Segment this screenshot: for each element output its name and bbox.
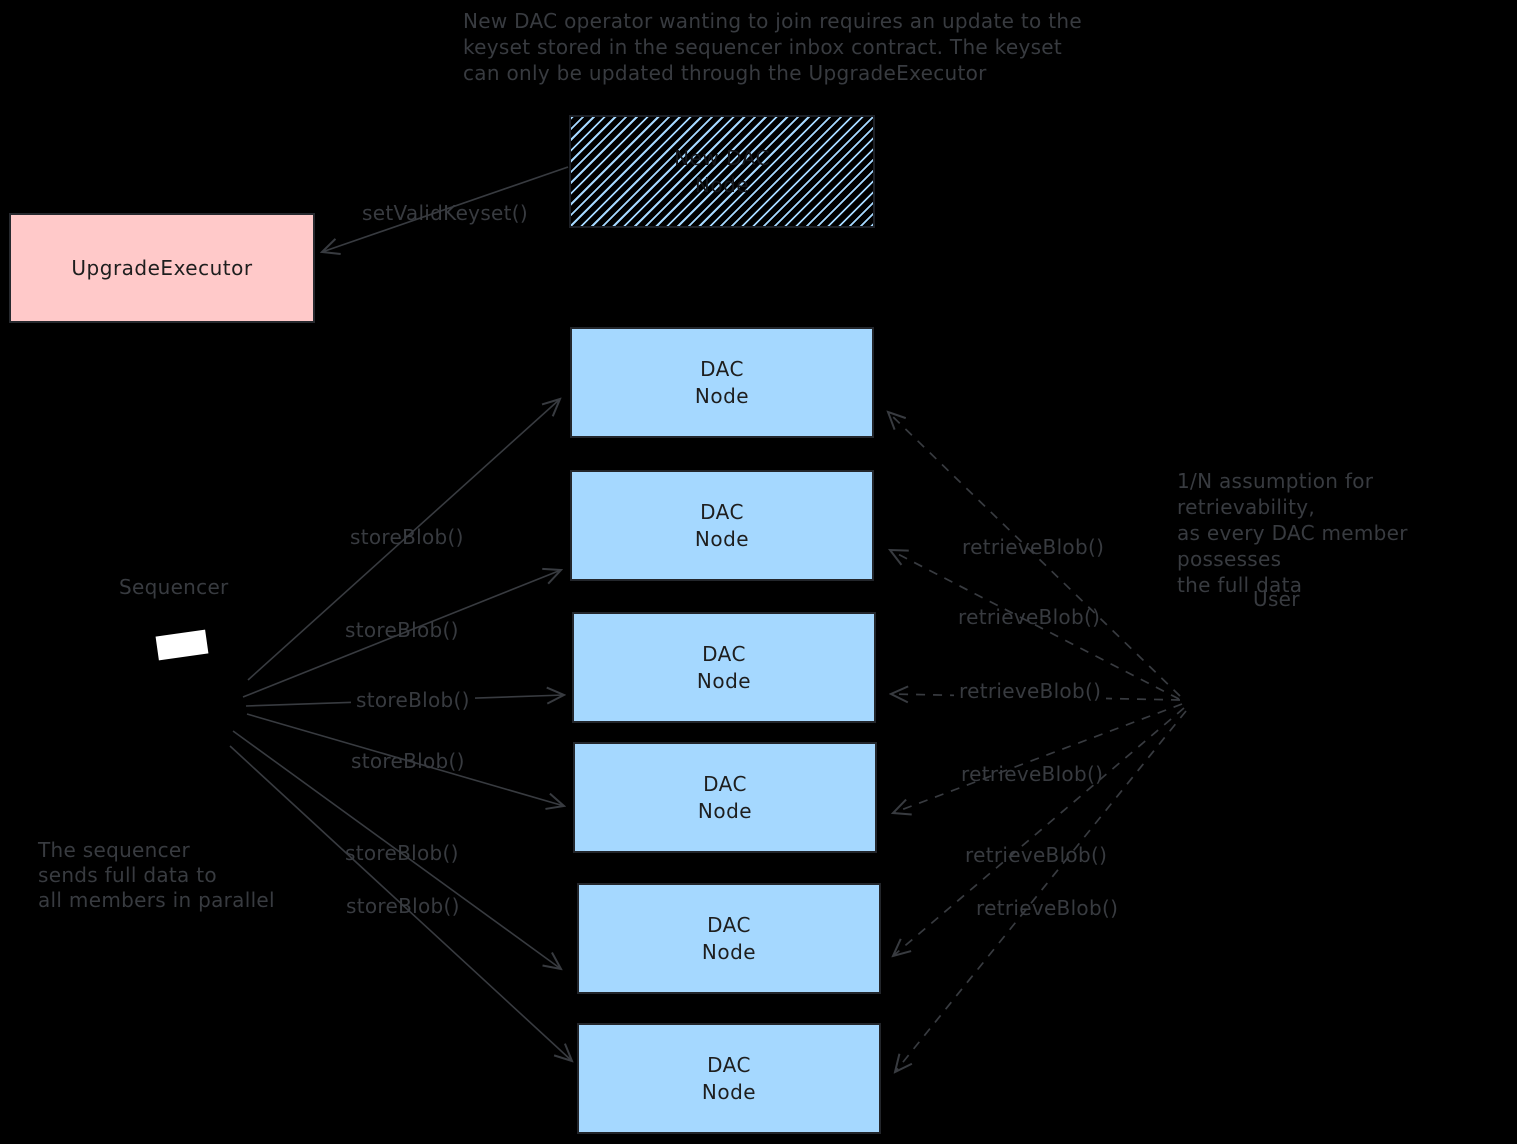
dac-node-box-1: DAC Node (570, 327, 874, 438)
dac-node-6-line1: DAC (707, 1052, 751, 1077)
upgrade-executor-box: UpgradeExecutor (9, 213, 315, 323)
dac-node-2-line2: Node (694, 526, 750, 551)
dac-node-box-4: DAC Node (573, 742, 877, 853)
new-dac-node-box: New DAC Node (569, 115, 875, 228)
dac-node-3-line2: Node (696, 668, 752, 693)
annotation-right: 1/N assumption for retrievability, as ev… (1177, 468, 1517, 598)
annotation-bottom-left-line1: The sequencer (38, 838, 191, 862)
annotation-bottom-left-line2: sends full data to (38, 863, 217, 887)
dac-node-box-6: DAC Node (577, 1023, 881, 1134)
label-storeblob-3: storeBlob() (351, 688, 475, 712)
annotation-top-line1: New DAC operator wanting to join require… (463, 9, 1082, 33)
user-label: User (1253, 587, 1300, 611)
label-storeblob-1: storeBlob() (350, 525, 464, 549)
dac-node-4-line2: Node (697, 798, 753, 823)
label-retrieveblob-2: retrieveBlob() (958, 605, 1101, 629)
dac-node-3-line1: DAC (702, 641, 746, 666)
arrow-storeblob-1 (247, 399, 560, 681)
upgrade-executor-label: UpgradeExecutor (71, 255, 253, 280)
annotation-right-line3: the full data (1177, 573, 1303, 597)
arrow-storeblob-4 (246, 713, 564, 806)
dac-node-1-line2: Node (694, 383, 750, 408)
label-retrieveblob-3: retrieveBlob() (954, 679, 1107, 703)
label-retrieveblob-6: retrieveBlob() (976, 896, 1119, 920)
arrow-storeblob-2 (242, 570, 561, 698)
label-retrieveblob-4: retrieveBlob() (961, 762, 1104, 786)
dac-node-2-line1: DAC (700, 499, 744, 524)
arrow-storeblob-5 (232, 730, 561, 969)
dac-node-4-line1: DAC (703, 771, 747, 796)
dac-node-box-2: DAC Node (570, 470, 874, 581)
dac-node-6-line2: Node (701, 1079, 757, 1104)
new-dac-node-label-line1: New DAC (674, 145, 770, 170)
annotation-bottom-left: The sequencer sends full data to all mem… (38, 838, 275, 913)
arrow-set-valid-keyset (322, 166, 569, 252)
label-storeblob-6: storeBlob() (346, 894, 460, 918)
dac-node-5-line2: Node (701, 939, 757, 964)
label-storeblob-2: storeBlob() (345, 618, 459, 642)
arrow-storeblob-6 (229, 745, 572, 1061)
annotation-top-line3: can only be updated through the UpgradeE… (463, 61, 987, 85)
label-set-valid-keyset: setValidKeyset() (362, 201, 528, 225)
annotation-bottom-left-line3: all members in parallel (38, 888, 275, 912)
annotation-right-line1: 1/N assumption for retrievability, (1177, 469, 1374, 519)
annotation-top-line2: keyset stored in the sequencer inbox con… (463, 35, 1063, 59)
label-storeblob-5: storeBlob() (345, 841, 459, 865)
annotation-top: New DAC operator wanting to join require… (463, 8, 1082, 86)
dac-node-1-line1: DAC (700, 356, 744, 381)
label-retrieveblob-1: retrieveBlob() (962, 535, 1105, 559)
label-storeblob-4: storeBlob() (351, 749, 465, 773)
dac-node-5-line1: DAC (707, 912, 751, 937)
new-dac-node-label-line2: Node (694, 172, 750, 197)
arrow-retrieveblob-4 (893, 703, 1183, 813)
dac-node-box-3: DAC Node (572, 612, 876, 723)
arrow-retrieveblob-2 (890, 550, 1180, 700)
label-retrieveblob-5: retrieveBlob() (965, 843, 1108, 867)
annotation-right-line2: as every DAC member possesses (1177, 521, 1408, 571)
sequencer-label: Sequencer (119, 575, 229, 599)
dac-node-box-5: DAC Node (577, 883, 881, 994)
arrow-retrieveblob-5 (893, 707, 1185, 956)
